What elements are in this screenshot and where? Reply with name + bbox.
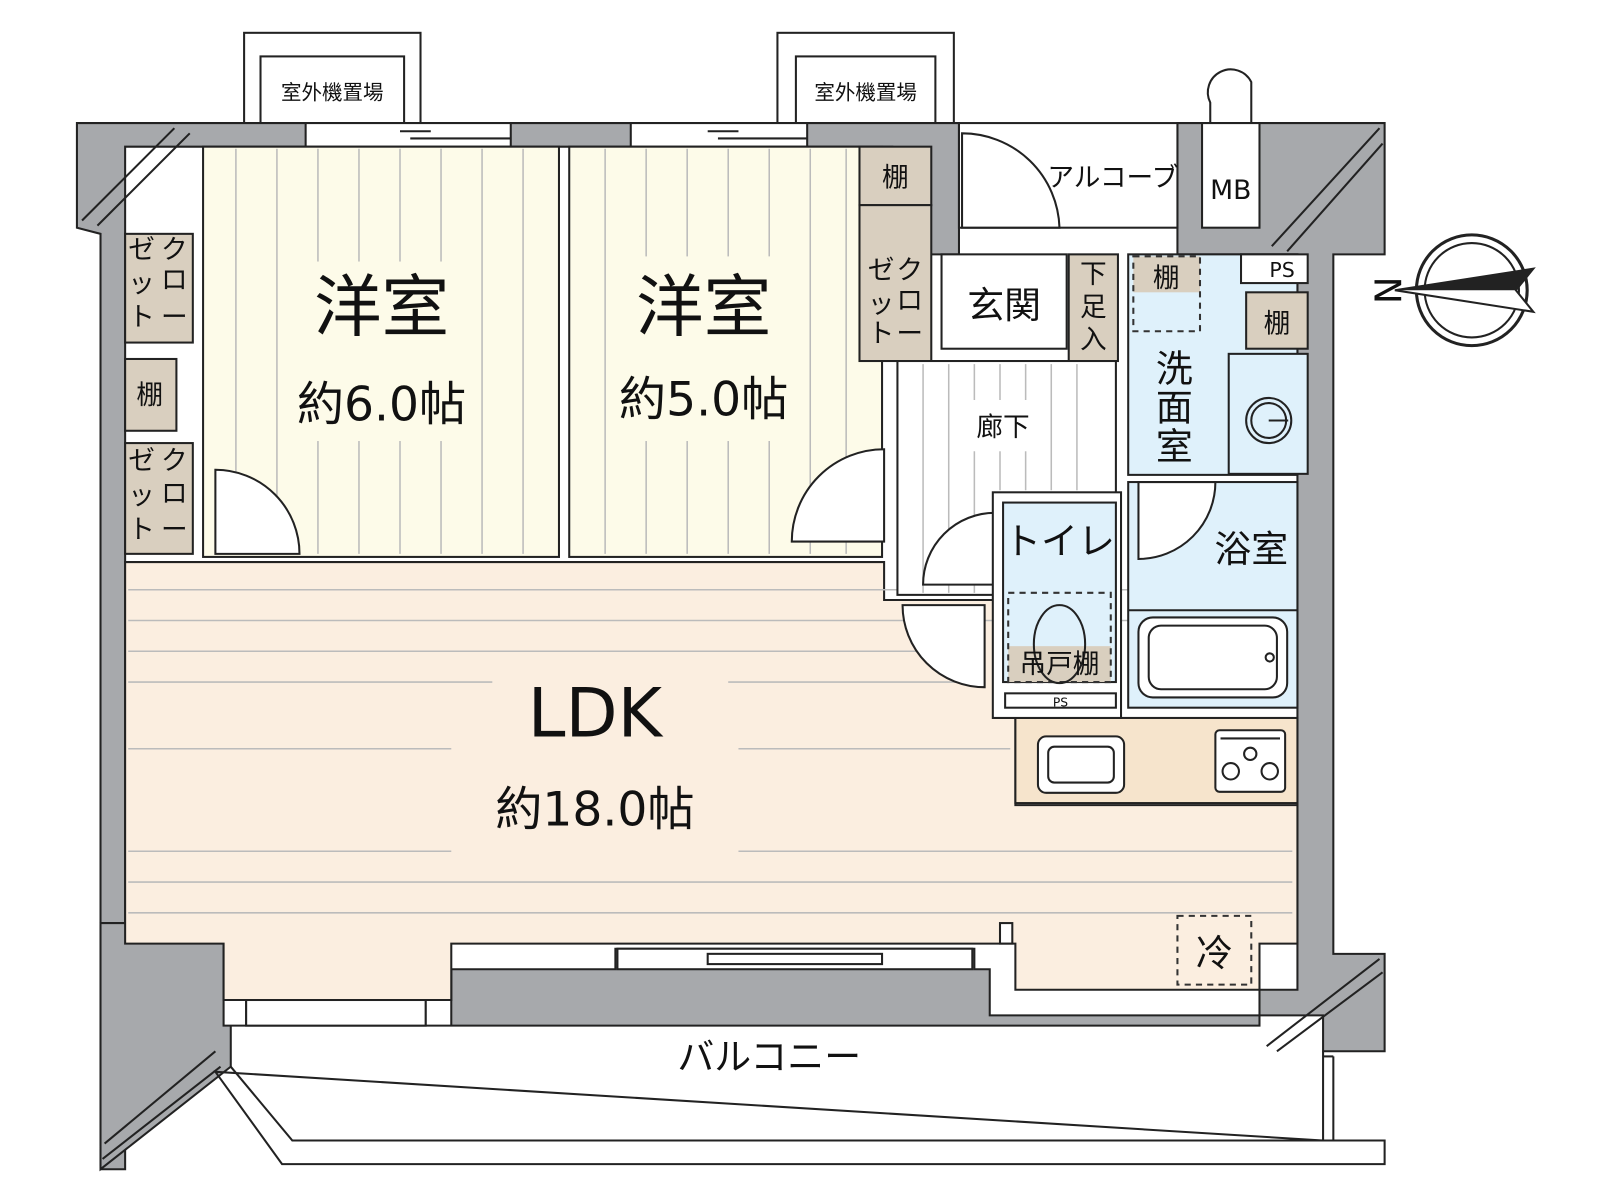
fridge-space: 冷	[1176, 914, 1253, 986]
svg-text:面: 面	[1156, 387, 1193, 430]
svg-text:ロ: ロ	[161, 479, 188, 510]
svg-text:ゼ: ゼ	[128, 234, 155, 265]
svg-text:ー: ー	[161, 514, 188, 545]
door-swing	[790, 448, 886, 543]
floor-grain	[128, 588, 1293, 914]
meter-box-label: MB	[1210, 175, 1251, 206]
meter-box: MB	[1201, 68, 1261, 229]
closet-bedroom-2: ク ロ ー ゼ ッ ト	[858, 204, 933, 363]
svg-text:ク: ク	[161, 234, 188, 265]
outdoor-unit-label: 室外機置場	[281, 80, 384, 104]
closet-left-bottom: ク ロ ー ゼ ッ ト	[124, 442, 194, 555]
outdoor-unit-space-1: 室外機置場	[243, 31, 422, 127]
svg-text:足: 足	[1080, 292, 1107, 323]
ps-label: PS	[1269, 258, 1294, 282]
shelf-bedroom-2: 棚	[858, 145, 933, 207]
shelf-left: 棚	[124, 357, 178, 432]
door-swing	[214, 468, 301, 555]
toilet-icon	[1032, 604, 1087, 685]
room-area: 約18.0帖	[495, 783, 694, 838]
room-name: 洋室	[636, 267, 771, 346]
outdoor-unit-label: 室外機置場	[814, 80, 917, 104]
alcove: アルコーブ	[957, 122, 1179, 229]
svg-text:PS: PS	[1053, 696, 1068, 710]
corridor-label: 廊下	[976, 412, 1029, 443]
svg-text:棚: 棚	[1153, 263, 1180, 294]
svg-text:ク: ク	[896, 255, 923, 286]
svg-text:ッ: ッ	[868, 289, 895, 320]
svg-text:ッ: ッ	[128, 268, 155, 299]
svg-text:入: 入	[1080, 325, 1107, 356]
bathtub-icon	[1137, 616, 1289, 699]
washroom: PS 棚 棚 洗 面 室	[1127, 253, 1309, 476]
room-ldk: LDK 約18.0帖	[124, 561, 1299, 1002]
svg-text:ト: ト	[868, 319, 895, 350]
svg-text:棚: 棚	[1264, 308, 1291, 339]
svg-text:棚: 棚	[136, 380, 163, 411]
shoe-storage: 下 足 入	[1067, 253, 1119, 363]
alcove-label: アルコーブ	[1047, 163, 1178, 194]
balcony-label: バルコニー	[677, 1036, 861, 1079]
closet-left-top: ク ロ ー ゼ ッ ト	[124, 232, 194, 344]
svg-text:棚: 棚	[882, 163, 909, 194]
room-bedroom-1: 洋室 約6.0帖	[202, 145, 560, 558]
room-area: 約5.0帖	[619, 372, 788, 427]
toilet: トイレ 吊戸棚 PS	[991, 491, 1123, 719]
windows	[245, 122, 974, 1027]
room-bedroom-2: 洋室 約5.0帖	[568, 145, 886, 558]
entrance-label: 玄関	[967, 284, 1041, 327]
washbasin-icon	[1245, 396, 1293, 445]
bathroom-label: 浴室	[1214, 528, 1288, 571]
room-name: LDK	[528, 673, 664, 752]
compass: N	[1365, 233, 1536, 348]
svg-text:ー: ー	[896, 319, 923, 350]
fridge-label: 冷	[1196, 932, 1233, 975]
room-area: 約6.0帖	[297, 378, 466, 433]
svg-text:ト: ト	[128, 514, 155, 545]
svg-text:ト: ト	[128, 302, 155, 333]
svg-text:ロ: ロ	[161, 265, 188, 296]
svg-text:ロ: ロ	[896, 286, 923, 317]
svg-text:洗: 洗	[1156, 348, 1193, 391]
svg-text:ー: ー	[161, 302, 188, 333]
room-name: 洋室	[314, 267, 449, 346]
svg-text:ッ: ッ	[128, 481, 155, 512]
entrance: 玄関	[940, 253, 1068, 350]
stove-icon	[1214, 729, 1287, 793]
bathroom: 浴室	[1127, 481, 1299, 709]
svg-text:ゼ: ゼ	[128, 446, 155, 477]
toilet-label: トイレ	[1004, 520, 1115, 563]
svg-text:下: 下	[1080, 259, 1107, 290]
balcony: バルコニー	[213, 1036, 1386, 1166]
svg-text:ク: ク	[161, 446, 188, 477]
svg-text:ゼ: ゼ	[868, 255, 895, 286]
svg-text:室: 室	[1156, 425, 1193, 468]
outdoor-unit-space-2: 室外機置場	[776, 31, 955, 127]
kitchen-counter	[1014, 716, 1299, 805]
hanging-shelf-label: 吊戸棚	[1020, 649, 1100, 680]
